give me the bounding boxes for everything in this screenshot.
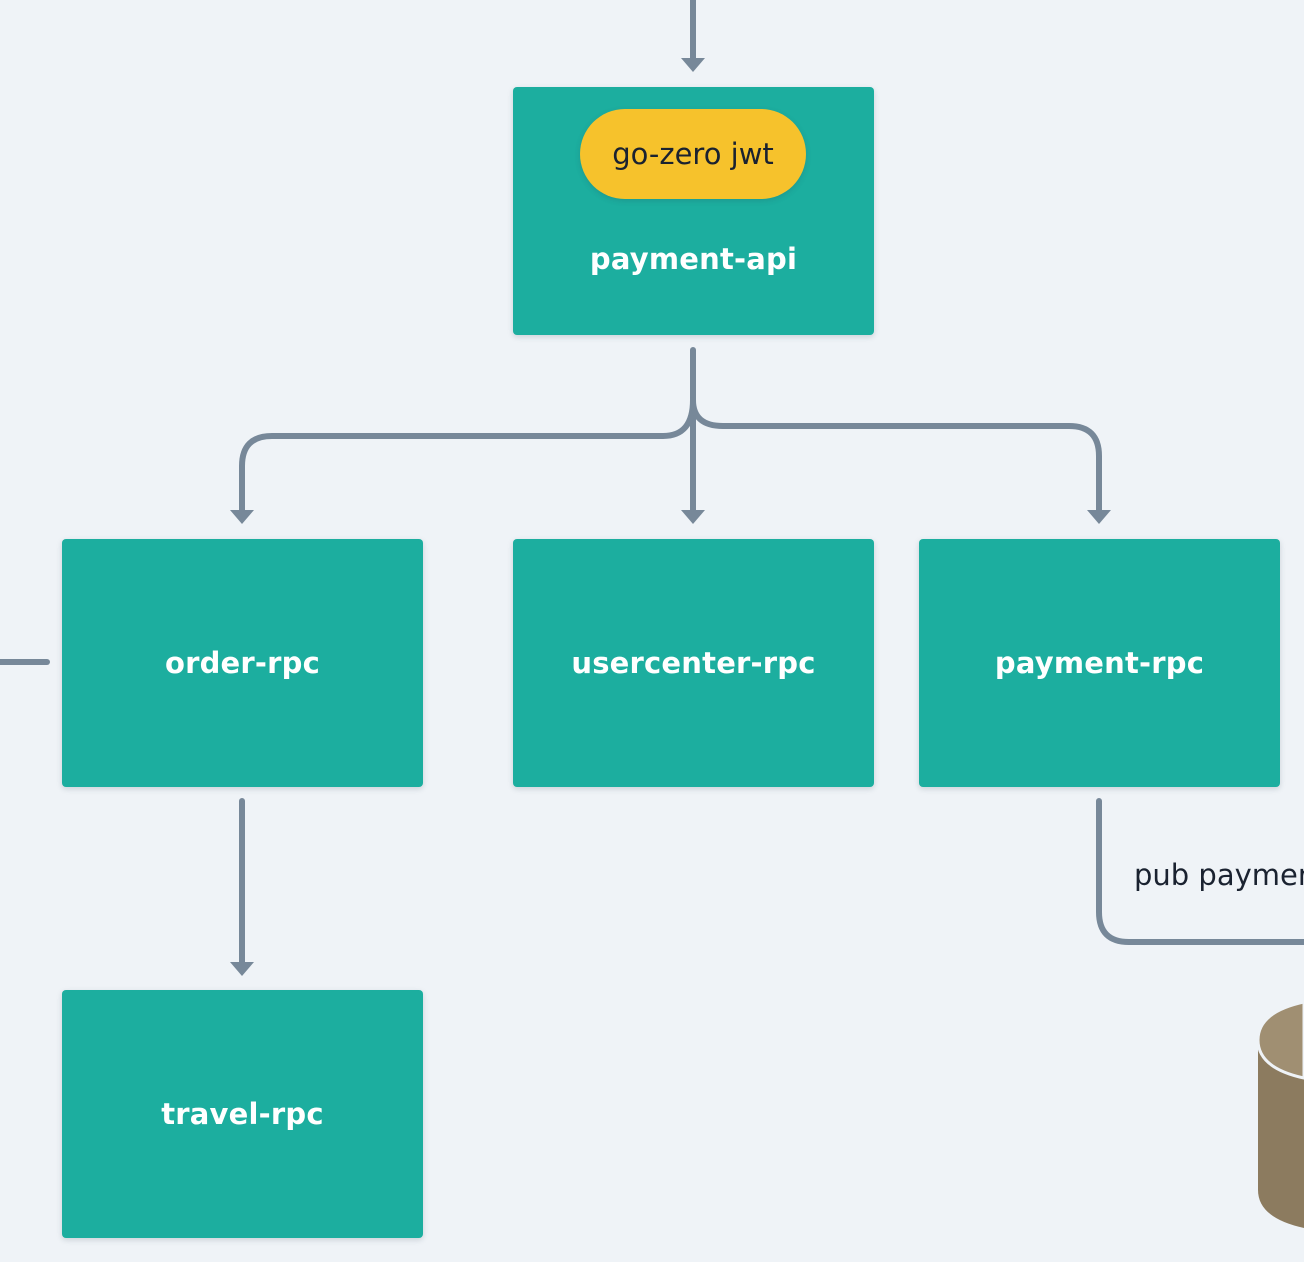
node-payment-api[interactable]: go-zero jwt payment-api [513, 87, 874, 335]
node-label-payment-api: payment-api [589, 242, 798, 276]
edge-payment-api-to-usercenter-rpc [681, 347, 705, 524]
go-zero-jwt-badge: go-zero jwt [580, 109, 806, 199]
edge-payment-api-to-payment-rpc [690, 397, 1111, 524]
node-label-usercenter-rpc: usercenter-rpc [571, 646, 816, 680]
edge-incoming-to-payment-api [681, 0, 705, 72]
node-label-travel-rpc: travel-rpc [161, 1097, 324, 1131]
database-icon [1256, 1000, 1304, 1228]
go-zero-jwt-badge-label: go-zero jwt [612, 137, 774, 171]
edge-payment-api-to-order-rpc [230, 397, 696, 524]
node-usercenter-rpc[interactable]: usercenter-rpc [513, 539, 874, 787]
edge-payment-rpc-pub [1096, 798, 1304, 945]
edge-order-rpc-to-travel-rpc [230, 798, 254, 976]
node-payment-rpc[interactable]: payment-rpc [919, 539, 1280, 787]
node-order-rpc[interactable]: order-rpc [62, 539, 423, 787]
edge-label-pub-payment: pub paymen [1134, 858, 1304, 892]
node-label-order-rpc: order-rpc [164, 646, 321, 680]
node-label-payment-rpc: payment-rpc [994, 646, 1205, 680]
node-travel-rpc[interactable]: travel-rpc [62, 990, 423, 1238]
